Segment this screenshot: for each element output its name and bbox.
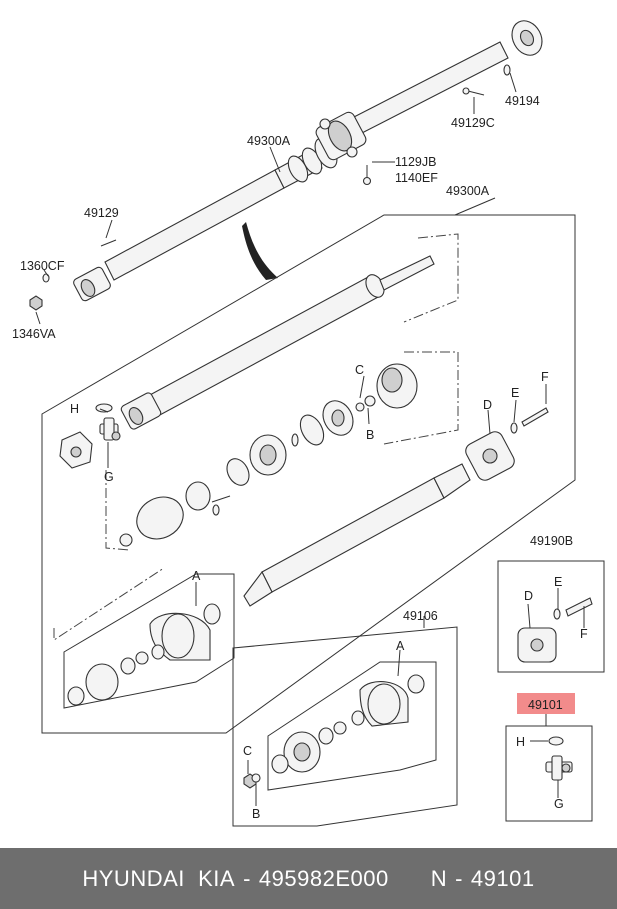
propeller-shaft-assembly <box>29 20 543 325</box>
label-H: H <box>70 402 79 416</box>
kit-49101-parts <box>530 736 573 798</box>
label-49101: 49101 <box>528 698 563 712</box>
label-1360CF: 1360CF <box>20 259 65 273</box>
label-49101-G: G <box>554 797 564 811</box>
footer-brand: HYUNDAI KIA <box>82 865 236 891</box>
label-A: A <box>192 569 201 583</box>
label-49106: 49106 <box>403 609 438 623</box>
label-F: F <box>541 370 549 384</box>
label-49106-C: C <box>243 744 252 758</box>
kit-49190B-parts <box>517 588 593 663</box>
label-49101-H: H <box>516 735 525 749</box>
label-1129JB: 1129JB <box>395 155 436 169</box>
kit-49190B-frame <box>497 560 605 673</box>
kit-49101-frame <box>505 725 593 822</box>
label-49194: 49194 <box>505 94 540 108</box>
label-C: C <box>355 363 364 377</box>
footer-part-number: 495982E000 <box>258 865 389 891</box>
kit-49101-highlight <box>517 693 575 714</box>
label-1140EF: 1140EF <box>395 171 438 185</box>
exploded-parts <box>59 255 549 709</box>
label-49190B-F: F <box>580 627 588 641</box>
footer-separator: - <box>243 865 251 891</box>
footer-separator-2: - <box>455 865 463 891</box>
label-49300A-top: 49300A <box>247 134 291 148</box>
parts-diagram: 49194 49129C 1129JB 1140EF 49300A 49300A… <box>12 20 605 827</box>
exploded-view-frame <box>41 214 576 734</box>
label-49106-B: B <box>252 807 260 821</box>
label-D: D <box>483 398 492 412</box>
label-G: G <box>104 470 114 484</box>
label-49190B-E: E <box>554 575 562 589</box>
label-49129: 49129 <box>84 206 119 220</box>
label-49129C: 49129C <box>451 116 495 130</box>
label-49300A-exploded: 49300A <box>446 184 490 198</box>
label-49106-A: A <box>396 639 405 653</box>
kit-49106-parts <box>243 649 437 806</box>
exploded-view-arrow <box>242 222 278 280</box>
footer-ref: 49101 <box>470 865 535 891</box>
kit-49106-frame <box>232 626 458 827</box>
footer-n-label: N <box>430 865 448 891</box>
label-E: E <box>511 386 519 400</box>
label-49190B: 49190B <box>530 534 573 548</box>
label-1346VA: 1346VA <box>12 327 56 341</box>
part-info-footer: HYUNDAI KIA - 495982E000 N - 49101 <box>0 848 617 909</box>
label-49190B-D: D <box>524 589 533 603</box>
label-B: B <box>366 428 374 442</box>
